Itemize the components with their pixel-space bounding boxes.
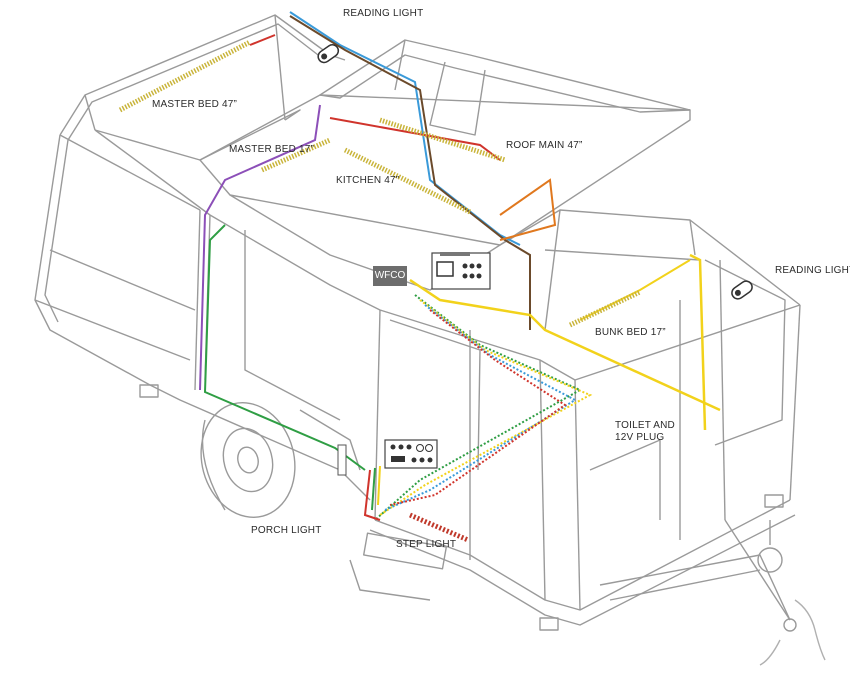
purple-wire (199, 104, 321, 391)
label-roof-main-47: ROOF MAIN 47” (506, 140, 583, 151)
master-bed-17-led-strip (260, 137, 332, 173)
label-master-bed-47: MASTER BED 47” (152, 99, 238, 110)
yellow-wire-bunk (579, 259, 691, 321)
red-wire (249, 34, 276, 46)
roof-main-47-led-strip (379, 117, 506, 163)
label-12v-plug: 12V PLUG (615, 432, 665, 443)
step-light-led-strip (409, 512, 469, 543)
switch-panel (384, 439, 438, 469)
led-strips (118, 39, 642, 543)
bunk-bed-17-led-strip (568, 289, 642, 328)
master-bed-47-led-strip (118, 39, 252, 113)
blue-wire (289, 11, 521, 246)
label-master-bed-17: MASTER BED 17” (229, 144, 315, 155)
label-reading-light-top: READING LIGHT (343, 8, 424, 19)
wfco-distribution-panel (431, 252, 491, 290)
porch-light-fixture (337, 444, 347, 476)
wfco-label: WFCO (373, 266, 407, 286)
label-toilet-and: TOILET AND (615, 420, 675, 431)
yellow-wire-rear (689, 253, 707, 431)
trailer-frame (34, 14, 826, 666)
green-wire (203, 224, 366, 471)
reading-light-top (317, 43, 340, 64)
label-kitchen-47: KITCHEN 47” (336, 175, 400, 186)
wiring-harness (199, 11, 721, 521)
red-wire-roof (329, 117, 501, 161)
label-step-light: STEP LIGHT (396, 539, 457, 550)
label-reading-light-right: READING LIGHT (775, 265, 850, 276)
brown-wire (289, 15, 531, 330)
orange-wire (499, 178, 557, 241)
label-porch-light: PORCH LIGHT (251, 525, 322, 536)
reading-light-right (731, 280, 753, 300)
kitchen-47-led-strip (343, 147, 472, 215)
label-bunk-bed-17: BUNK BED 17” (595, 327, 666, 338)
yellow-wire (409, 278, 721, 412)
